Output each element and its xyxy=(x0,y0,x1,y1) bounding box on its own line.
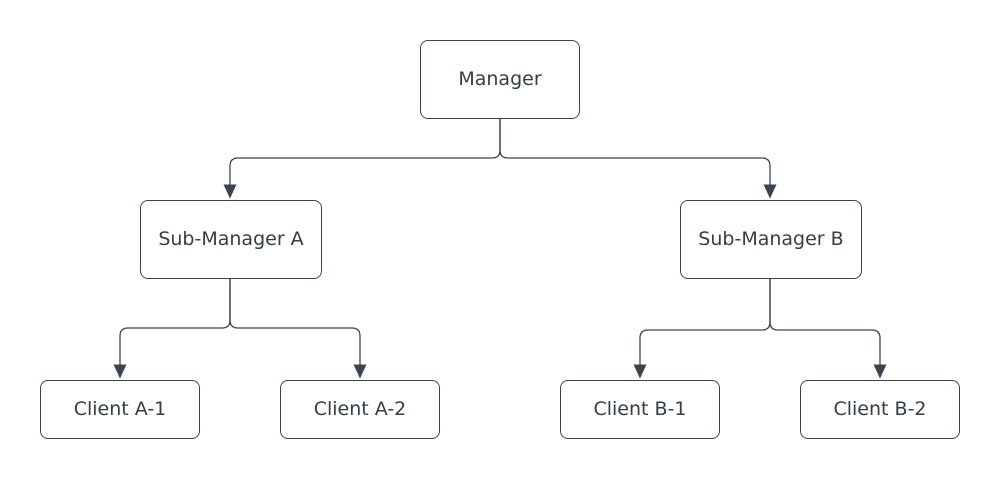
node-sub-manager-b-label: Sub-Manager B xyxy=(698,228,844,251)
node-sub-manager-b[interactable]: Sub-Manager B xyxy=(680,200,862,279)
edge-sub-manager-a-to-client-a2 xyxy=(229,279,367,379)
edge-sub-manager-b-to-client-b1 xyxy=(633,279,771,379)
node-sub-manager-a-label: Sub-Manager A xyxy=(158,228,304,251)
node-client-b1-label: Client B-1 xyxy=(593,398,687,421)
node-manager-label: Manager xyxy=(458,68,542,91)
edge-sub-manager-a-to-client-a1 xyxy=(113,279,231,379)
node-client-a1[interactable]: Client A-1 xyxy=(40,380,200,439)
node-sub-manager-a[interactable]: Sub-Manager A xyxy=(140,200,322,279)
node-client-b1[interactable]: Client B-1 xyxy=(560,380,720,439)
edge-sub-manager-b-to-client-b2 xyxy=(769,279,887,379)
node-manager[interactable]: Manager xyxy=(420,40,580,119)
node-client-a2-label: Client A-2 xyxy=(313,398,407,421)
node-client-a2[interactable]: Client A-2 xyxy=(280,380,440,439)
edge-manager-to-sub-manager-b xyxy=(499,119,777,199)
node-client-b2[interactable]: Client B-2 xyxy=(800,380,960,439)
edge-manager-to-sub-manager-a xyxy=(223,119,501,199)
node-client-a1-label: Client A-1 xyxy=(73,398,167,421)
node-client-b2-label: Client B-2 xyxy=(833,398,927,421)
